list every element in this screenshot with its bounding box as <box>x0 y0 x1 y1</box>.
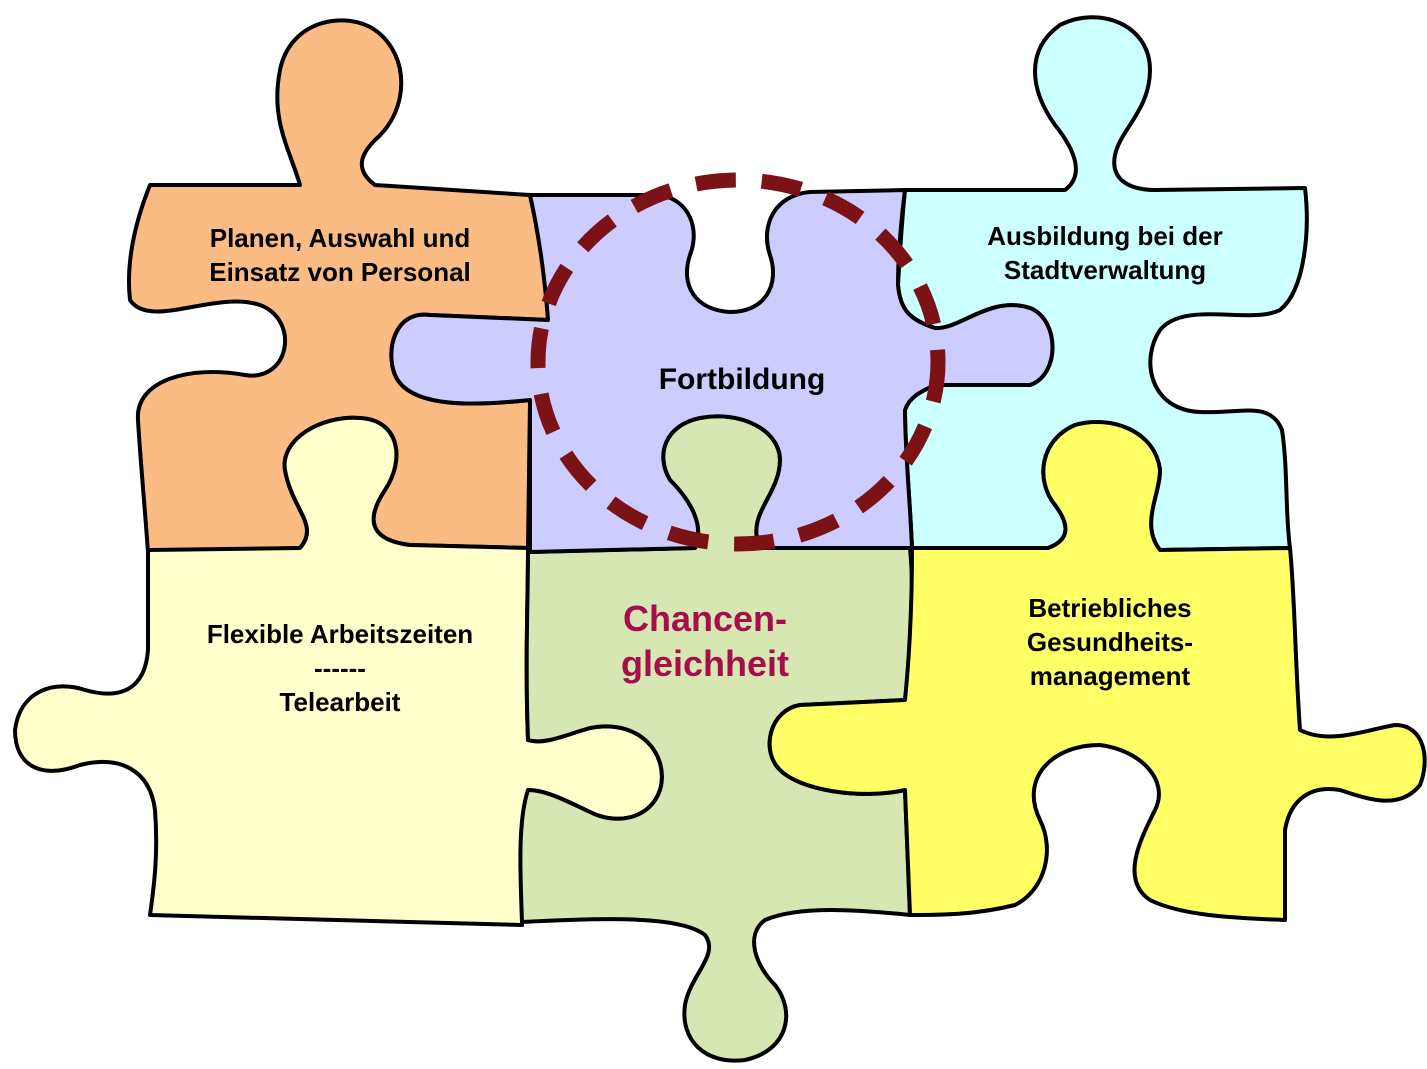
label-chancen-line-2: gleichheit <box>620 643 790 684</box>
label-gesundheit-line-2: Gesundheits- <box>1026 626 1194 657</box>
label-ausbildung-line-2: Stadtverwaltung <box>1003 254 1207 285</box>
label-ausbildung-line-1: Ausbildung bei der <box>987 221 1223 251</box>
label-chancen: Chancen- gleichheit <box>555 596 855 686</box>
label-ausbildung: Ausbildung bei der Stadtverwaltung <box>935 220 1275 288</box>
puzzle-piece-gesundheit-shape <box>767 420 1427 922</box>
highlight-ring <box>530 172 946 552</box>
label-fortbildung-line-1: Fortbildung <box>658 363 826 396</box>
label-fortbildung: Fortbildung <box>592 360 892 399</box>
label-planen-line-1: Planen, Auswahl und <box>209 223 471 253</box>
label-flexible-line-1: Flexible Arbeitszeiten <box>206 619 474 649</box>
label-gesundheit: Betriebliches Gesundheits- management <box>955 592 1265 693</box>
label-flexible-line-3: Telearbeit <box>279 686 401 717</box>
label-gesundheit-line-1: Betriebliches <box>1028 593 1192 623</box>
label-flexible: Flexible Arbeitszeiten ------ Telearbeit <box>160 618 520 719</box>
puzzle-piece-gesundheit <box>767 420 1427 922</box>
label-planen-line-2: Einsatz von Personal <box>209 256 471 287</box>
label-flexible-line-2: ------ <box>314 652 366 683</box>
label-chancen-line-1: Chancen- <box>622 598 788 639</box>
label-gesundheit-line-3: management <box>1029 660 1191 691</box>
label-planen: Planen, Auswahl und Einsatz von Personal <box>160 222 520 290</box>
